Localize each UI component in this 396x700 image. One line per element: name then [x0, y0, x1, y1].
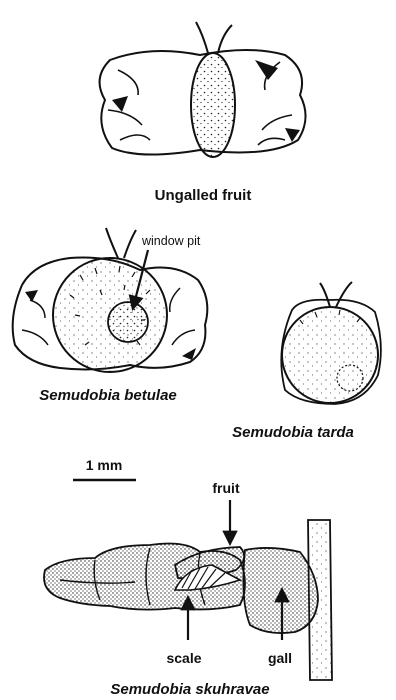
skuhravae-caption: Semudobia skuhravae	[110, 681, 269, 698]
tarda-caption: Semudobia tarda	[232, 424, 354, 441]
betulae-styles	[106, 228, 136, 258]
ungalled-fruit-caption: Ungalled fruit	[155, 187, 252, 204]
scale-label: scale	[166, 650, 201, 666]
window-pit-label: window pit	[141, 234, 201, 248]
scale-bar: 1 mm	[73, 457, 136, 480]
ungalled-fruit-seed	[191, 53, 235, 157]
tarda-gall	[282, 307, 378, 403]
ungalled-fruit-panel: Ungalled fruit	[100, 22, 306, 204]
gall-label: gall	[268, 650, 292, 666]
betulae-window-pit	[108, 302, 148, 342]
betulae-caption: Semudobia betulae	[39, 387, 177, 404]
tarda-panel: Semudobia tarda	[232, 282, 381, 441]
ungalled-fruit-styles	[196, 22, 232, 53]
betulae-panel: window pit Semudobia betulae	[13, 228, 208, 404]
fruit-label: fruit	[212, 480, 240, 496]
skuhravae-panel: fruit scale gall Semudobia skuhravae	[44, 480, 332, 698]
skuhravae-gall	[243, 548, 318, 633]
scale-bar-label: 1 mm	[86, 457, 123, 473]
